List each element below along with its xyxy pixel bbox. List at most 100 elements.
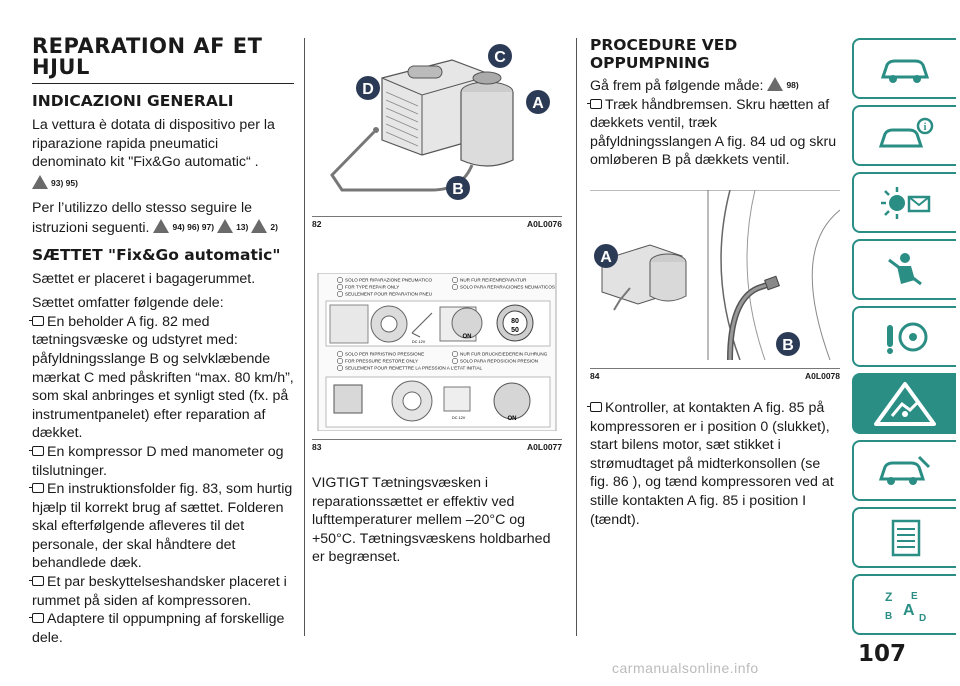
page-number: 107 (858, 641, 907, 667)
label-d: D (356, 76, 380, 100)
svg-text:B: B (885, 611, 892, 622)
tab-specs[interactable] (852, 507, 956, 568)
svg-text:D: D (362, 81, 374, 98)
list-item: Et par beskyttelseshandsker placeret i r… (29, 574, 287, 609)
label-a: A (594, 243, 618, 268)
svg-text:SOLO PARA REPOSICION PRESION: SOLO PARA REPOSICION PRESION (460, 359, 538, 364)
svg-text:ON: ON (463, 334, 472, 340)
figure-83: SOLO PER RIPARAZIONE PNEUMATICO FOR TYPE… (312, 272, 562, 452)
label-c: C (488, 44, 512, 68)
svg-text:E: E (911, 591, 918, 602)
tab-airbag[interactable] (852, 239, 956, 300)
warning-icon (767, 77, 784, 91)
steering-icon (887, 322, 928, 354)
svg-text:80: 80 (511, 318, 519, 325)
warning-icon (217, 218, 234, 233)
bullet-icon (29, 445, 44, 456)
bullet-icon (587, 98, 602, 109)
subheading-procedure: PROCEDURE VED OPPUMPNING (590, 36, 738, 72)
car-service-icon (878, 455, 931, 485)
list-item: En instruktionsfolder fig. 83, som hurti… (29, 481, 293, 572)
label-b: B (776, 331, 800, 356)
airbag-seat-icon (888, 252, 922, 285)
tyre-inflation-illustration: A B (590, 189, 841, 361)
tab-lights[interactable] (852, 172, 956, 233)
svg-text:Z: Z (885, 590, 892, 604)
paragraph: Sættet er placeret i bagagerummet. (32, 270, 256, 287)
svg-text:ON: ON (508, 416, 517, 422)
list-item: En kompressor D med manometer og tilslut… (29, 443, 284, 479)
svg-text:SOLO PARA REPARACIONES NEUMATI: SOLO PARA REPARACIONES NEUMATICOS (460, 285, 555, 290)
svg-text:A: A (903, 602, 915, 619)
svg-text:FOR TYPE REPAIR ONLY: FOR TYPE REPAIR ONLY (345, 285, 399, 290)
warning-triangle-icon (874, 381, 936, 426)
label-a: A (526, 90, 550, 114)
label-b: B (446, 176, 470, 200)
warning-icon (32, 174, 48, 189)
column-divider (576, 38, 577, 636)
car-info-icon (880, 59, 930, 83)
tab-service[interactable] (852, 440, 956, 501)
title-rule (32, 83, 294, 84)
section-title: REPARATION AF ET HJUL (32, 34, 263, 79)
svg-text:i: i (924, 122, 927, 133)
column-right: PROCEDURE VED OPPUMPNING Gå frem på følg… (587, 36, 841, 529)
svg-text:SEULEMENT POUR REMETTRE LA PRE: SEULEMENT POUR REMETTRE LA PRESSION A L'… (345, 366, 483, 371)
compressor-illustration: C D A B (330, 44, 550, 200)
svg-text:A: A (600, 249, 612, 266)
svg-text:D: D (919, 613, 926, 624)
subheading-kit: SÆTTET "Fix&Go automatic" (32, 245, 281, 264)
paragraph-important: VIGTIGT Tætningsvæsken i reparationssætt… (312, 475, 551, 566)
svg-text:SOLO PER RIPARAZIONE PNEUMATIC: SOLO PER RIPARAZIONE PNEUMATICO (345, 278, 433, 283)
warning-icon (153, 218, 170, 233)
svg-text:SOLO PER RIPRISTINO PRESSIONE: SOLO PER RIPRISTINO PRESSIONE (345, 352, 424, 357)
bullet-icon (29, 483, 44, 494)
list-item: Træk håndbremsen. Skru hætten af dækkets… (587, 96, 837, 169)
svg-text:NUR FUR REIFENREPARATUR: NUR FUR REIFENREPARATUR (460, 278, 527, 283)
bullet-icon (587, 401, 602, 412)
svg-text:DC 12V: DC 12V (412, 340, 426, 344)
svg-text:C: C (494, 49, 506, 66)
car-info-i-icon: i (878, 117, 934, 147)
bullet-icon (29, 613, 44, 624)
watermark: carmanualsonline.info (612, 660, 759, 676)
tab-car-info[interactable] (852, 38, 956, 99)
svg-text:B: B (782, 337, 794, 354)
svg-text:FOR PRESSURE RESTORE ONLY: FOR PRESSURE RESTORE ONLY (345, 359, 418, 364)
tab-steering[interactable] (852, 306, 956, 367)
svg-text:50: 50 (511, 327, 519, 334)
svg-text:A: A (532, 95, 544, 112)
list-item: Kontroller, at kontakten A fig. 85 på ko… (587, 399, 834, 528)
bullet-icon (29, 576, 44, 587)
svg-text:DC 12V: DC 12V (452, 416, 466, 420)
svg-text:SEULEMENT POUR REPARATION PNEU: SEULEMENT POUR REPARATION PNEU (345, 292, 432, 297)
svg-text:NUR FUR DRUCKEIEDEREIN FUHRUNG: NUR FUR DRUCKEIEDEREIN FUHRUNG (460, 352, 548, 357)
paragraph: Gå frem på følgende måde: 98) (590, 77, 799, 94)
column-left: REPARATION AF ET HJUL INDICAZIONI GENERA… (29, 34, 294, 647)
column-divider (304, 38, 305, 636)
svg-text:B: B (452, 181, 464, 198)
list-item: Adaptere til oppumpning af forskellige d… (29, 611, 285, 646)
paragraph: La vettura è dotata di dispositivo per l… (32, 117, 275, 171)
lights-icon (881, 186, 931, 219)
paragraph: Sættet omfatter følgende dele: (32, 295, 224, 312)
subheading-general: INDICAZIONI GENERALI (32, 92, 234, 110)
specs-list-icon (891, 519, 921, 556)
warning-icon (251, 218, 268, 233)
paragraph: Per l’utilizzo dello stesso seguire le i… (32, 200, 278, 236)
warning-refs: 93) 95) (32, 174, 294, 194)
tab-car-info-i[interactable]: i (852, 105, 956, 166)
tab-emergency[interactable] (852, 373, 956, 434)
instruction-leaflet: SOLO PER RIPARAZIONE PNEUMATICO FOR TYPE… (317, 272, 557, 432)
list-item: En beholder A fig. 82 med tætningsvæske … (29, 313, 294, 442)
bullet-icon (29, 315, 44, 326)
